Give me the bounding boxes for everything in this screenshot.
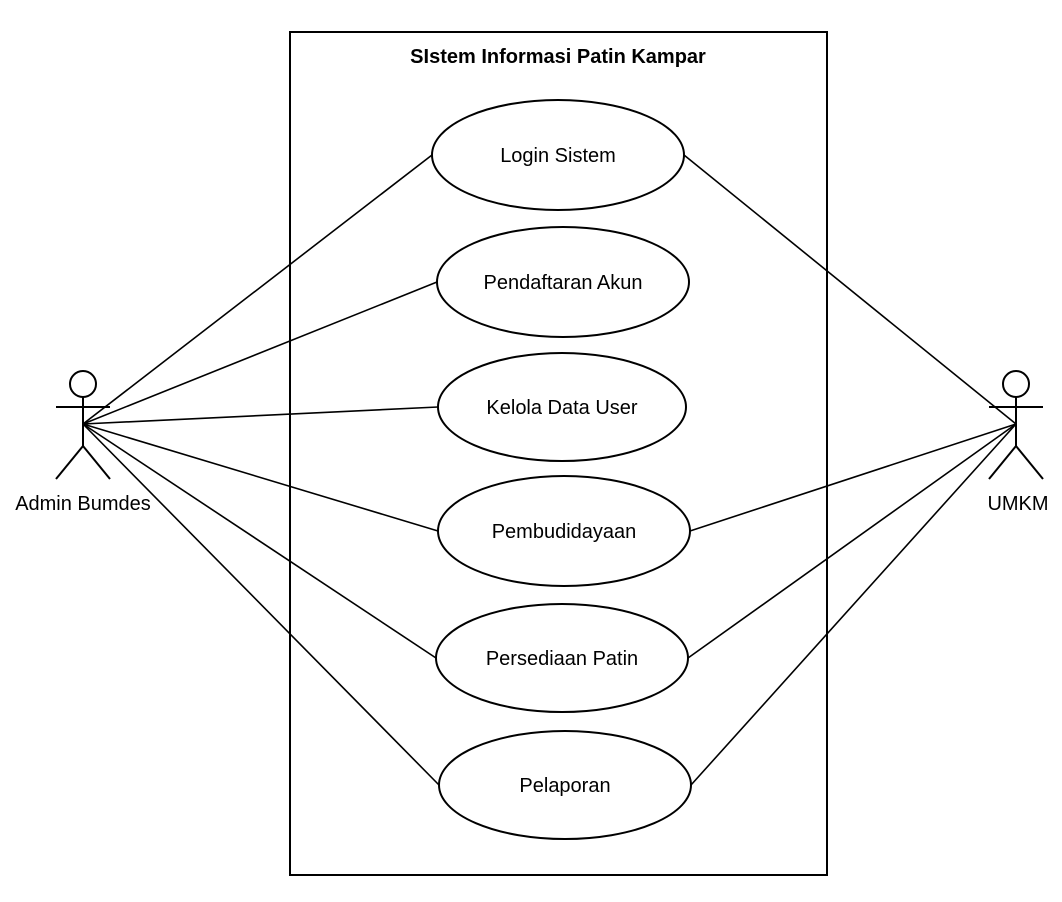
use-case-pembudidayaan[interactable]: Pembudidayaan [437, 475, 691, 587]
actor-right-leg [1015, 445, 1044, 480]
association-umkm-pembudidayaan [689, 423, 1017, 532]
use-case-ellipse [431, 99, 685, 211]
actor-left-leg [55, 445, 84, 480]
use-case-kelola[interactable]: Kelola Data User [437, 352, 687, 462]
association-admin-kelola [82, 406, 439, 425]
system-boundary [289, 31, 828, 876]
actor-admin[interactable]: Admin Bumdes [15, 370, 151, 515]
use-case-label: Login Sistem [500, 145, 616, 167]
actor-head [1002, 370, 1030, 398]
use-case-ellipse [438, 730, 692, 840]
actor-umkm[interactable]: UMKM [987, 370, 1049, 515]
association-umkm-login [683, 154, 1017, 425]
actor-right-leg [82, 445, 111, 480]
use-case-label: Pembudidayaan [492, 521, 637, 543]
use-case-ellipse [435, 603, 689, 713]
actor-label: UMKM [987, 493, 1048, 515]
association-admin-pendaftaran [82, 281, 438, 425]
actor-head [69, 370, 97, 398]
use-case-label: Kelola Data User [486, 397, 638, 419]
use-case-ellipse [437, 352, 687, 462]
use-case-ellipse [437, 475, 691, 587]
use-case-pendaftaran[interactable]: Pendaftaran Akun [436, 226, 690, 338]
system-title: SIstem Informasi Patin Kampar [410, 46, 706, 68]
association-umkm-persediaan [687, 423, 1017, 659]
association-umkm-pelaporan [690, 423, 1017, 786]
actor-label: Admin Bumdes [15, 493, 151, 515]
actor-left-leg [988, 445, 1017, 480]
association-admin-pelaporan [82, 423, 440, 786]
use-case-label: Pendaftaran Akun [483, 272, 642, 294]
use-case-pelaporan[interactable]: Pelaporan [438, 730, 692, 840]
association-admin-login [82, 154, 433, 425]
association-admin-pembudidayaan [82, 423, 439, 532]
use-case-label: Persediaan Patin [486, 648, 638, 670]
association-admin-persediaan [82, 423, 437, 659]
use-case-label: Pelaporan [519, 775, 610, 797]
use-case-persediaan[interactable]: Persediaan Patin [435, 603, 689, 713]
use-case-login[interactable]: Login Sistem [431, 99, 685, 211]
use-case-ellipse [436, 226, 690, 338]
